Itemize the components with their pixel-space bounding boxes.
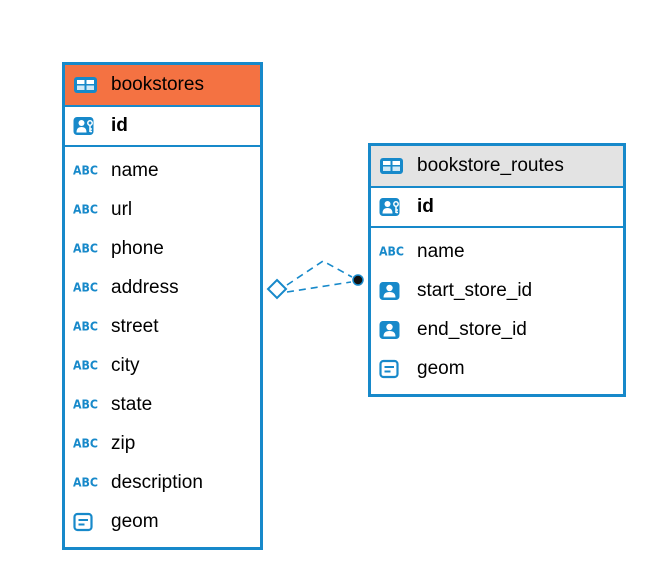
geometry-icon: [379, 359, 399, 378]
column-type-icon: ABC: [73, 475, 103, 490]
person-icon: [379, 281, 400, 300]
text-type-icon: ABC: [73, 280, 98, 295]
table-icon: [379, 156, 409, 176]
column-label: end_store_id: [417, 318, 527, 340]
table-icon: [73, 75, 103, 95]
column-label: address: [111, 276, 179, 298]
column-label: city: [111, 354, 140, 376]
column-rows: ABC name start_store_id end_store_id geo…: [371, 228, 623, 394]
relationship-lines: [286, 260, 353, 293]
column-label: street: [111, 315, 159, 337]
text-type-icon: ABC: [379, 244, 404, 259]
column-row[interactable]: ABC name: [371, 232, 623, 271]
column-label: geom: [111, 510, 159, 532]
entity-table[interactable]: bookstore_routes id ABC name start_store…: [368, 143, 626, 397]
person-key-icon: [379, 198, 400, 216]
text-type-icon: ABC: [73, 397, 98, 412]
column-label: name: [111, 159, 159, 181]
person-key-icon: [73, 117, 94, 135]
text-type-icon: ABC: [73, 241, 98, 256]
text-type-icon: ABC: [73, 163, 98, 178]
column-label: url: [111, 198, 133, 220]
text-type-icon: ABC: [73, 319, 98, 334]
column-type-icon: ABC: [73, 436, 103, 451]
column-type-icon: ABC: [73, 202, 103, 217]
relationship-line[interactable]: [286, 281, 352, 293]
column-type-icon: [73, 512, 103, 532]
geometry-icon: [73, 512, 93, 531]
relationship-line[interactable]: [286, 260, 353, 286]
column-type-icon: ABC: [73, 163, 103, 178]
column-type-icon: ABC: [73, 280, 103, 295]
column-row[interactable]: geom: [65, 502, 260, 541]
column-row[interactable]: ABC phone: [65, 229, 260, 268]
column-type-icon: ABC: [73, 319, 103, 334]
table-name: bookstores: [111, 74, 204, 95]
column-row[interactable]: geom: [371, 349, 623, 388]
column-label: state: [111, 393, 153, 415]
dot-marker: [352, 274, 364, 286]
table-header[interactable]: bookstores: [65, 65, 260, 107]
person-icon: [379, 320, 400, 339]
table-header[interactable]: bookstore_routes: [371, 146, 623, 188]
column-row[interactable]: ABC address: [65, 268, 260, 307]
diamond-marker: [266, 278, 288, 300]
column-row[interactable]: ABC name: [65, 151, 260, 190]
column-label: description: [111, 471, 203, 493]
column-type-icon: ABC: [73, 397, 103, 412]
column-label: start_store_id: [417, 279, 533, 301]
column-type-icon: ABC: [73, 241, 103, 256]
column-row[interactable]: ABC url: [65, 190, 260, 229]
table-grid-icon: [74, 77, 97, 93]
primary-key-row[interactable]: id: [371, 188, 623, 228]
column-type-icon: [379, 359, 409, 379]
primary-key-icon: [379, 197, 409, 217]
column-type-icon: [379, 320, 409, 340]
text-type-icon: ABC: [73, 202, 98, 217]
primary-key-icon: [73, 116, 103, 136]
column-row[interactable]: ABC description: [65, 463, 260, 502]
column-type-icon: [379, 281, 409, 301]
column-row[interactable]: ABC state: [65, 385, 260, 424]
column-label: geom: [417, 357, 465, 379]
column-row[interactable]: start_store_id: [371, 271, 623, 310]
pk-label: id: [417, 196, 434, 217]
column-label: name: [417, 240, 465, 262]
text-type-icon: ABC: [73, 358, 98, 373]
primary-key-row[interactable]: id: [65, 107, 260, 147]
pk-label: id: [111, 115, 128, 136]
column-type-icon: ABC: [379, 244, 409, 259]
text-type-icon: ABC: [73, 436, 98, 451]
column-type-icon: ABC: [73, 358, 103, 373]
table-name: bookstore_routes: [417, 155, 564, 176]
entity-table[interactable]: bookstores id ABC name ABC url ABC phone…: [62, 62, 263, 550]
text-type-icon: ABC: [73, 475, 98, 490]
column-rows: ABC name ABC url ABC phone ABC address A…: [65, 147, 260, 547]
column-row[interactable]: end_store_id: [371, 310, 623, 349]
column-row[interactable]: ABC city: [65, 346, 260, 385]
column-row[interactable]: ABC zip: [65, 424, 260, 463]
column-label: phone: [111, 237, 164, 259]
column-row[interactable]: ABC street: [65, 307, 260, 346]
column-label: zip: [111, 432, 136, 454]
table-grid-icon: [380, 158, 403, 174]
